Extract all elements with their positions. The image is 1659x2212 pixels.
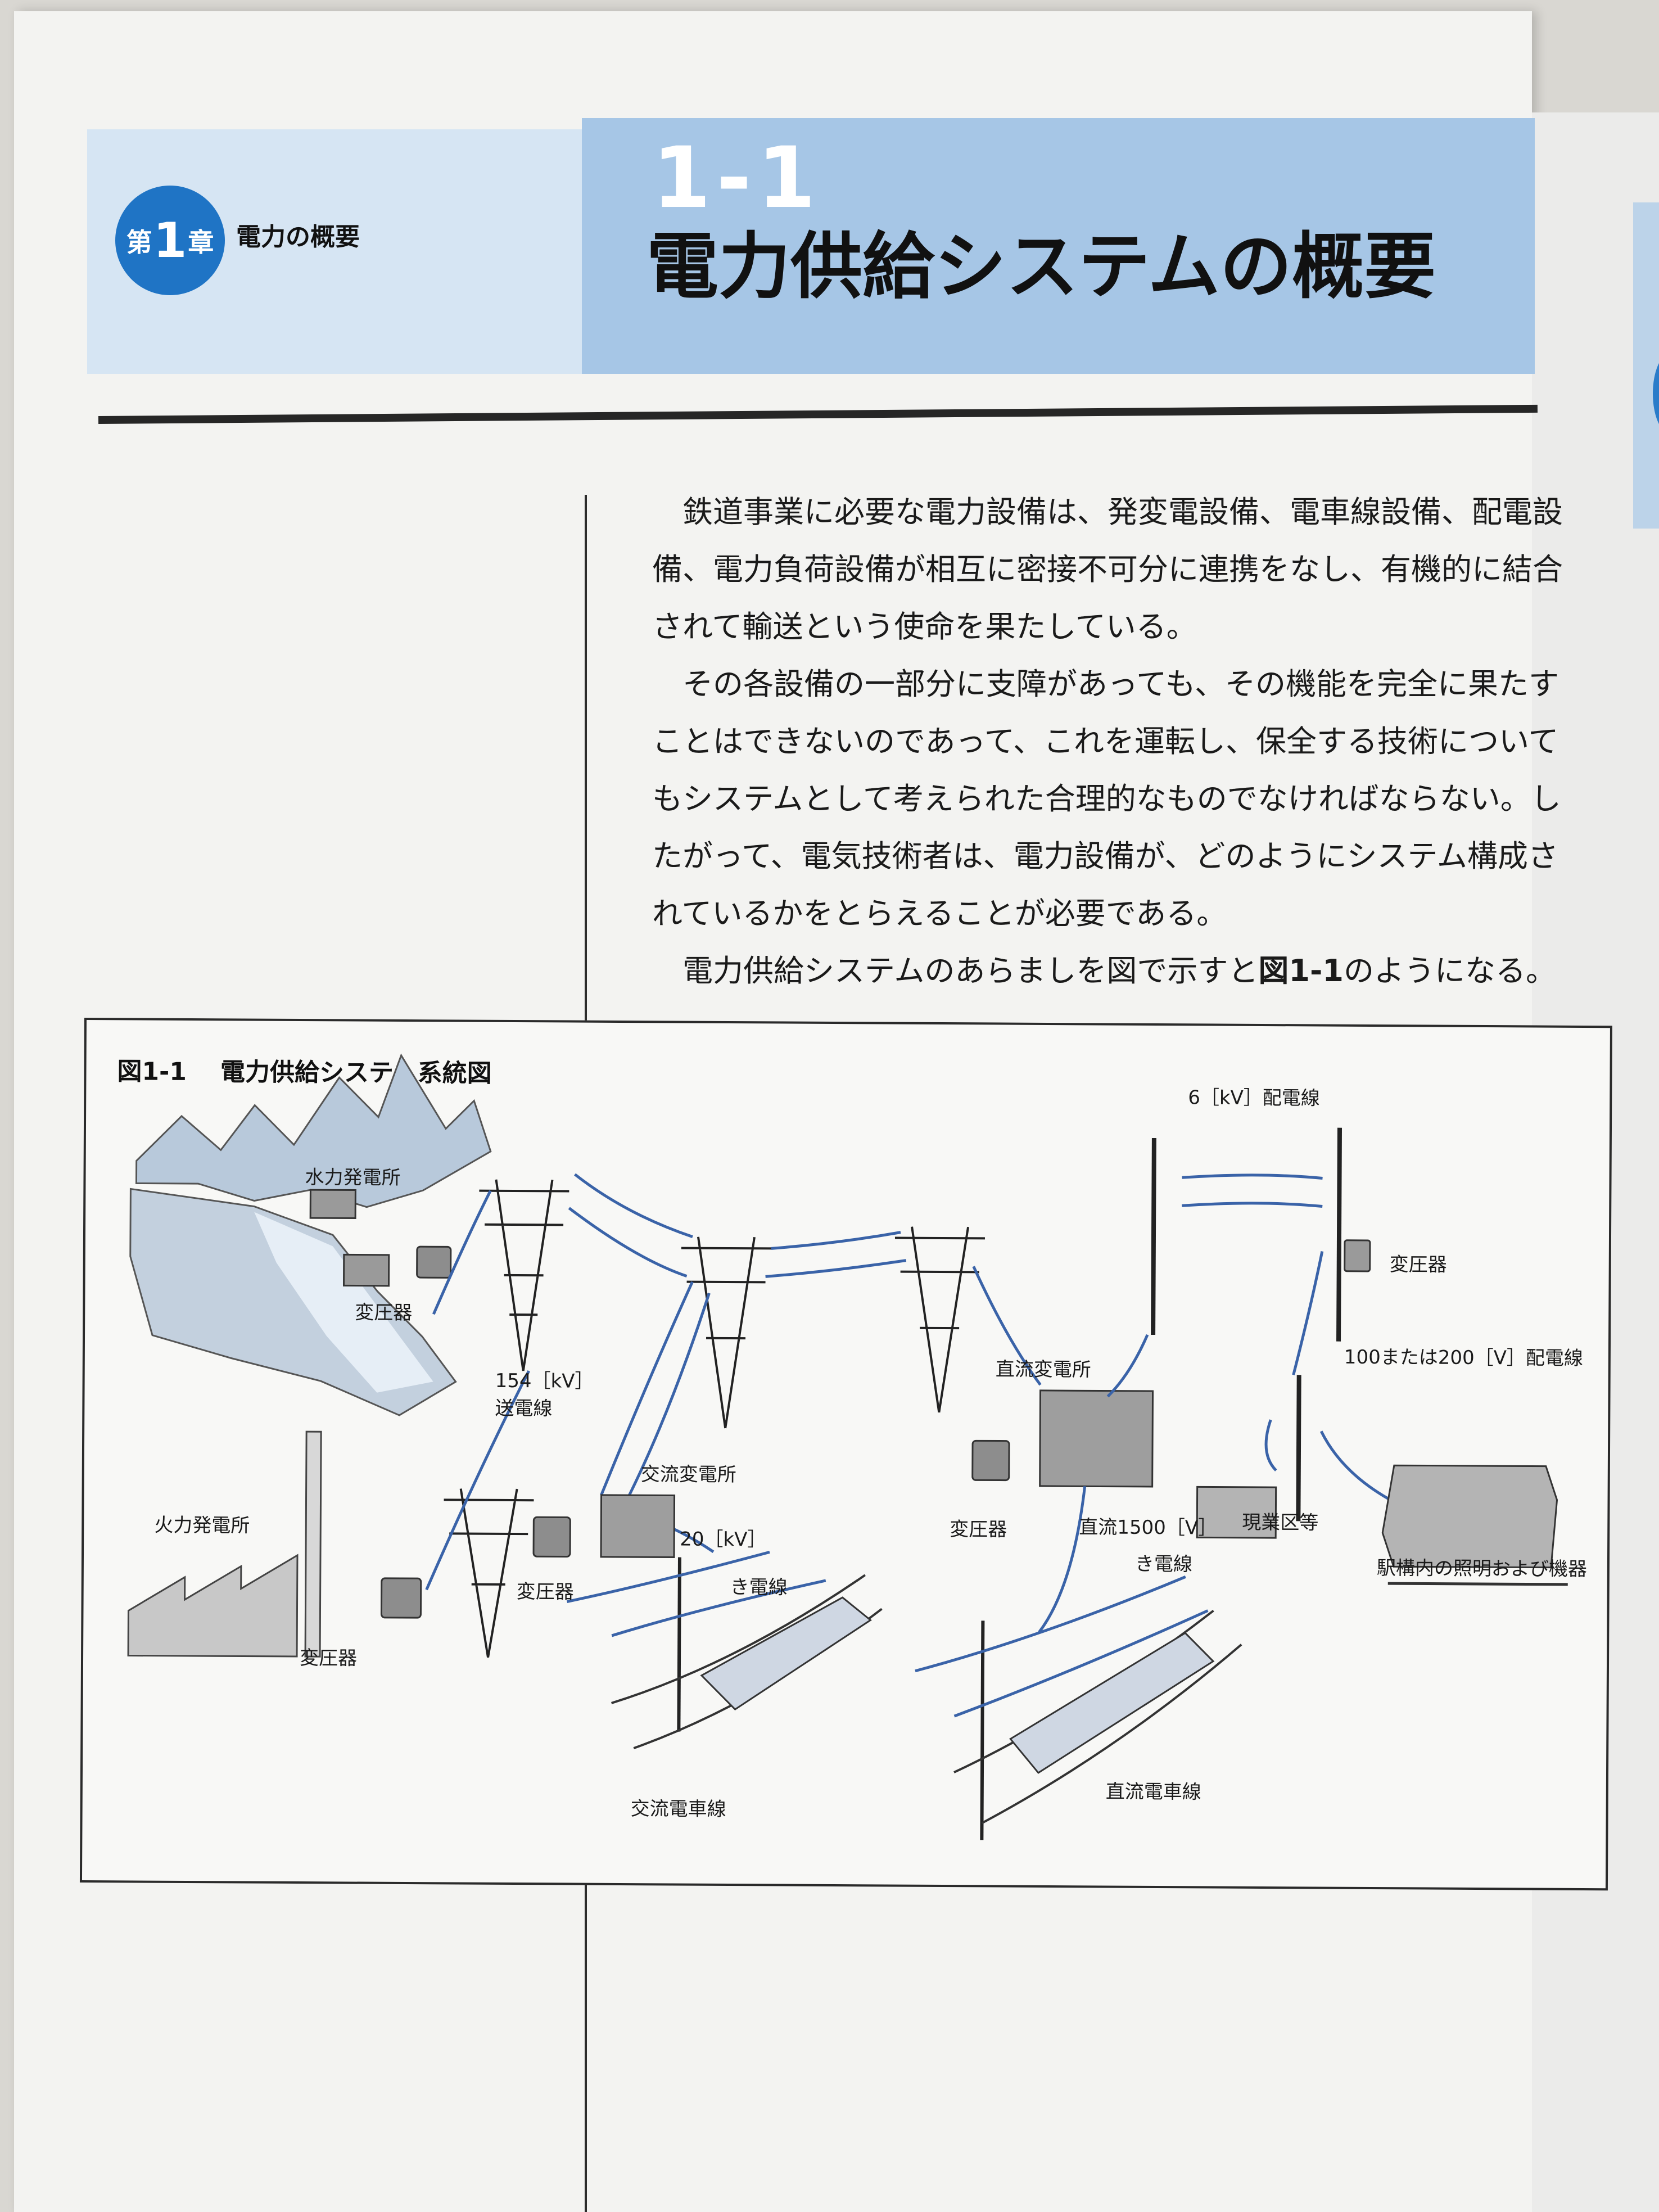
thermal-plant-building [127, 1554, 299, 1658]
paragraph-2: その各設備の一部分に支障があっても、その機能を完全に果たすことはできないのであっ… [652, 666, 1561, 931]
tower-3 [681, 1236, 771, 1429]
figure-reference: 図1-1 [1258, 953, 1344, 988]
chapter-title: 電力の概要 [236, 223, 360, 251]
label-transmission-line: 154［kV］ 送電線 [495, 1369, 594, 1420]
label-thermal-plant: 火力発電所 [154, 1514, 250, 1537]
transmission-wires [425, 1173, 1042, 1591]
label-transformer-dc: 変圧器 [950, 1518, 1007, 1541]
label-dc-trolley: 直流電車線 [1105, 1780, 1201, 1804]
hydro-transformer [416, 1245, 452, 1279]
thermal-transformer [380, 1577, 422, 1619]
ac-transformer [532, 1516, 571, 1558]
adjacent-page-chapter-badge [1653, 354, 1659, 433]
chapter-suffix: 章 [188, 227, 214, 258]
label-dc-voltage: 直流1500［V］ [1079, 1516, 1218, 1540]
dist-pole-1 [1151, 1137, 1156, 1335]
mountain-shape [135, 1053, 492, 1208]
section-number: 1-1 [652, 129, 821, 227]
body-text: 鉄道事業に必要な電力設備は、発変電設備、電車線設備、配電設備、電力負荷設備が相互… [652, 484, 1563, 1000]
label-transformer-hydro: 変圧器 [355, 1301, 413, 1325]
ac-train [700, 1596, 872, 1711]
ac-catenary-pole [677, 1557, 681, 1732]
dc-transformer [971, 1439, 1010, 1482]
label-field-office: 現業区等 [1242, 1511, 1319, 1534]
label-transformer-thermal: 変圧器 [299, 1647, 358, 1670]
hydro-powerhouse-upper [309, 1189, 356, 1220]
adjacent-page-header-strip [1633, 202, 1659, 529]
label-ac-substation: 交流変電所 [640, 1463, 736, 1487]
paragraph-3-after: のようになる。 [1343, 953, 1556, 988]
tower-4 [894, 1226, 985, 1413]
label-hydro-plant: 水力発電所 [305, 1166, 401, 1189]
tower-2 [444, 1488, 534, 1658]
label-transformer-ac: 変圧器 [516, 1581, 574, 1604]
dc-catenary-pole [980, 1620, 985, 1840]
ac-substation-building [600, 1494, 676, 1559]
chapter-number: 1 [153, 212, 187, 269]
dist-pole-3 [1296, 1375, 1301, 1522]
field-office-building [1196, 1486, 1277, 1539]
paragraph-3: 電力供給システムのあらましを図で示すと図1-1のようになる。 [652, 942, 1563, 1000]
label-catenary-dc: き電線 [1134, 1552, 1193, 1576]
label-dc-substation: 直流変電所 [995, 1358, 1091, 1382]
station-platform-line [1387, 1582, 1568, 1586]
paragraph-1: 鉄道事業に必要な電力設備は、発変電設備、電車線設備、配電設備、電力負荷設備が相互… [652, 494, 1563, 644]
label-low-voltage-line: 100または200［V］配電線 [1344, 1346, 1584, 1370]
thermal-chimney [304, 1430, 322, 1658]
chapter-prefix: 第 [126, 227, 152, 258]
label-catenary-ac: き電線 [730, 1576, 788, 1599]
distribution-wires [1106, 1173, 1400, 1506]
station-building [1381, 1464, 1558, 1569]
label-transformer-dist: 変圧器 [1389, 1253, 1447, 1276]
system-diagram [127, 1053, 1568, 1840]
paragraph-3-before: 電力供給システムのあらましを図で示すと [682, 953, 1259, 988]
dc-substation-building [1039, 1389, 1154, 1488]
dist-transformer [1344, 1239, 1371, 1272]
label-ac-trolley: 交流電車線 [630, 1798, 726, 1821]
chapter-badge: 第 1 章 [115, 186, 225, 295]
label-station-lighting: 駅構内の照明および機器 [1376, 1557, 1588, 1581]
tower-1 [479, 1179, 569, 1371]
label-ac-voltage: 20［kV］ [680, 1528, 767, 1551]
section-header-band [582, 118, 1535, 374]
dc-feeder-wires [915, 1486, 1209, 1718]
ac-feeder-wires [567, 1550, 826, 1637]
water-flow [254, 1212, 433, 1393]
section-title: 電力供給システムの概要 [647, 225, 1436, 309]
hydro-powerhouse-lower [343, 1253, 390, 1287]
dist-pole-2 [1336, 1127, 1342, 1342]
label-distribution-6kv: 6［kV］配電線 [1188, 1086, 1320, 1110]
dc-train [1009, 1632, 1215, 1774]
